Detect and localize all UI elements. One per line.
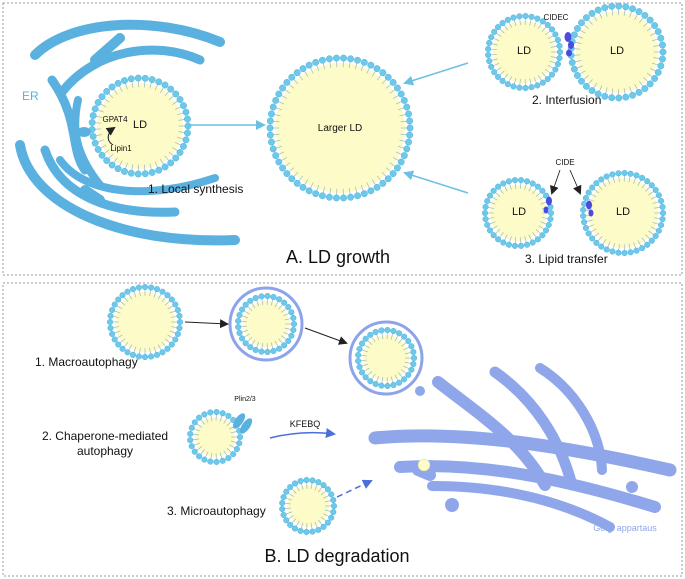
autophagosome-membrane-1 bbox=[228, 286, 304, 362]
ld-label-fuse-right: LD bbox=[610, 45, 624, 57]
chaperone-label-line2: autophagy bbox=[77, 444, 133, 458]
golgi-lipid-inclusion bbox=[417, 458, 431, 472]
arrow-chaperone bbox=[269, 428, 336, 439]
cide-protein-right bbox=[586, 200, 594, 217]
panel-b-border bbox=[2, 282, 683, 577]
plin-proteins bbox=[232, 413, 253, 434]
cidec-label: CIDEC bbox=[544, 13, 569, 22]
chaperone-label-line1: 2. Chaperone-mediated bbox=[42, 429, 168, 443]
gpat4-label: GPAT4 bbox=[102, 115, 128, 124]
local-synthesis-label: 1. Local synthesis bbox=[148, 182, 243, 196]
arrow-interfusion-to-larger bbox=[403, 62, 469, 86]
cide-pointer-right bbox=[569, 169, 582, 195]
cidec-protein bbox=[564, 32, 574, 57]
panel-a-border bbox=[2, 2, 683, 276]
ld-label-local: LD bbox=[133, 119, 147, 131]
cide-pointer-left bbox=[550, 169, 561, 195]
kfebq-label: KFEBQ bbox=[290, 419, 321, 429]
ld-label-transfer-left: LD bbox=[512, 206, 526, 218]
er-structure bbox=[15, 19, 240, 246]
ld-micro bbox=[279, 477, 338, 535]
arrow-transfer-to-larger bbox=[403, 170, 469, 194]
ld-macro-engulfed bbox=[235, 293, 298, 355]
lipin1-label: Lipin1 bbox=[110, 144, 132, 153]
cide-protein-left bbox=[543, 196, 552, 214]
ld-label-transfer-right: LD bbox=[616, 206, 630, 218]
ld-macro-free bbox=[106, 284, 183, 361]
larger-ld-label: Larger LD bbox=[318, 123, 362, 134]
arrow-macro-2 bbox=[304, 327, 348, 345]
ld-larger bbox=[266, 54, 414, 202]
interfusion-label: 2. Interfusion bbox=[532, 93, 601, 107]
arrow-microautophagy bbox=[336, 479, 373, 498]
ld-label-fuse-left: LD bbox=[517, 45, 531, 57]
golgi-vesicles bbox=[415, 386, 638, 512]
golgi-label: Golgi appartaus bbox=[593, 523, 657, 533]
golgi-apparatus bbox=[368, 363, 677, 532]
ld-local-synthesis bbox=[88, 74, 192, 178]
microautophagy-label: 3. Microautophagy bbox=[167, 504, 266, 518]
lipid-transfer-label: 3. Lipid transfer bbox=[525, 252, 608, 266]
er-label: ER bbox=[22, 89, 39, 103]
ld-transfer-left bbox=[482, 177, 555, 249]
panel-b-title: B. LD degradation bbox=[264, 546, 409, 566]
er-attach-blob bbox=[77, 127, 91, 137]
gpat4-lipin1-arrow bbox=[105, 126, 116, 146]
panel-a-title: A. LD growth bbox=[286, 247, 390, 267]
plin-label: Plin2/3 bbox=[234, 396, 256, 403]
autophagosome-membrane-2 bbox=[348, 320, 424, 396]
ld-interfusion-left bbox=[485, 13, 564, 91]
ld-chaperone bbox=[187, 409, 243, 465]
ld-transfer-right bbox=[580, 170, 667, 256]
arrow-macro-1 bbox=[184, 319, 229, 329]
cide-label: CIDE bbox=[555, 158, 574, 167]
ld-macro-autophagosome bbox=[355, 327, 418, 389]
ld-interfusion-right bbox=[567, 2, 667, 102]
macroautophagy-label: 1. Macroautophagy bbox=[35, 355, 138, 369]
